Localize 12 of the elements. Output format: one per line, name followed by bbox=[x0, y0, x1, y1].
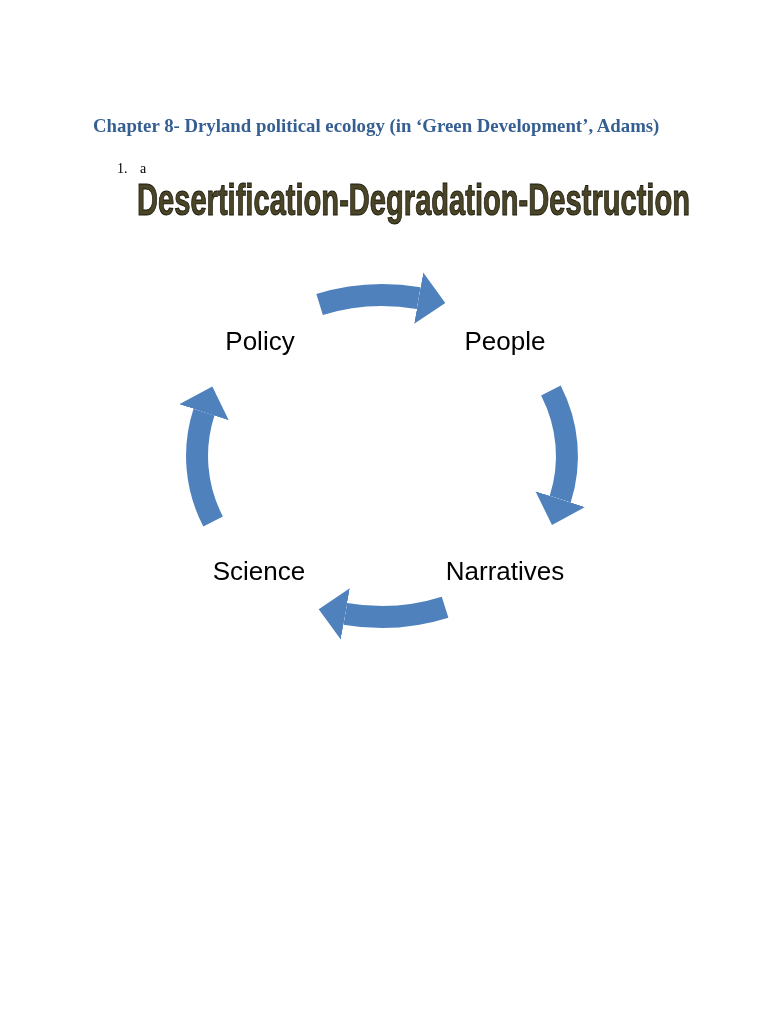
stage-label: Narratives bbox=[445, 554, 565, 588]
list-number: 1. bbox=[117, 161, 128, 177]
stage-label: Science bbox=[212, 554, 306, 588]
stage-label: Policy bbox=[225, 324, 295, 358]
curved-block-arrow bbox=[316, 272, 446, 324]
curved-block-arrow bbox=[318, 588, 448, 640]
curved-block-arrow bbox=[178, 386, 230, 526]
list-item-text: a bbox=[140, 161, 147, 177]
chapter-heading: Chapter 8- Dryland political ecology (in ‘Green Development’, Adams) bbox=[93, 115, 660, 137]
stage-label: People bbox=[464, 324, 546, 358]
curved-block-arrow bbox=[534, 386, 586, 526]
wordart-heading: Desertification-Degradation-Destruction bbox=[137, 178, 690, 222]
